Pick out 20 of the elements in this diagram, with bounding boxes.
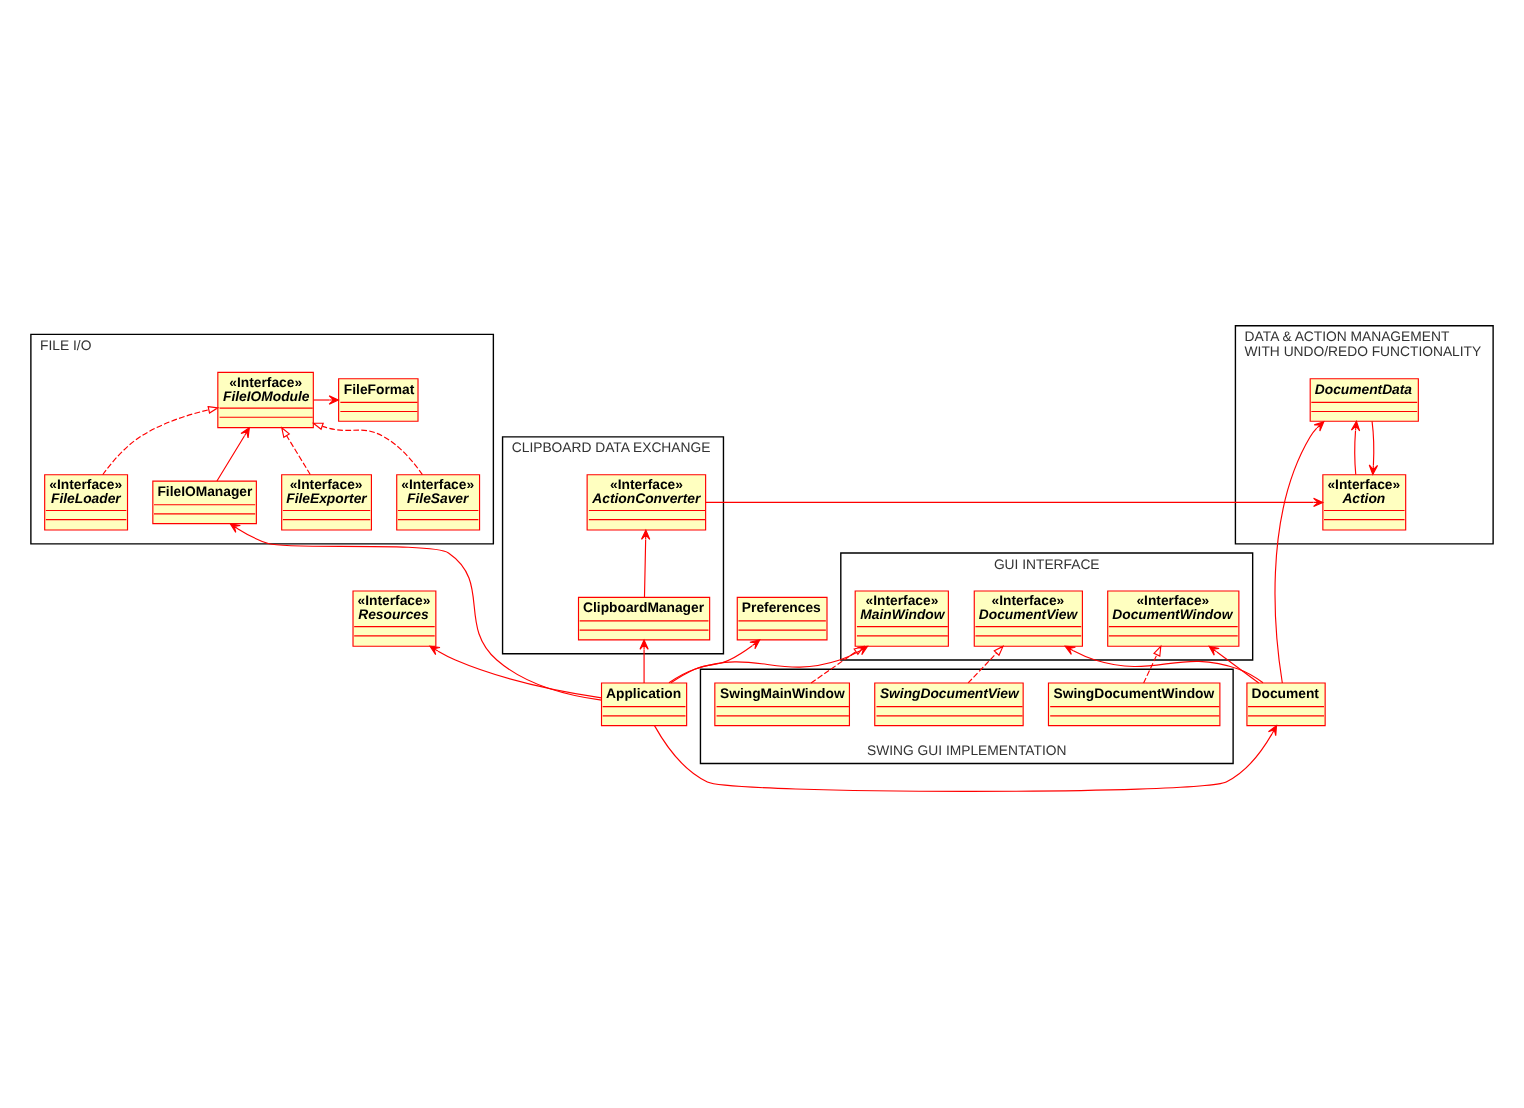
arrow [1143, 644, 1162, 684]
arrow [311, 422, 423, 476]
arrow [1274, 421, 1325, 684]
arrow [1368, 420, 1379, 475]
arrow [810, 645, 865, 684]
arrow [1064, 645, 1264, 684]
arrow [429, 645, 603, 699]
arrow [653, 725, 1278, 792]
arrow [1208, 645, 1260, 684]
arrow [639, 639, 649, 684]
arrow [705, 497, 1324, 508]
arrow [229, 523, 603, 701]
arrow [967, 645, 1005, 684]
arrow [313, 395, 339, 405]
arrow [670, 639, 761, 684]
arrow [102, 406, 220, 476]
arrow [640, 529, 651, 598]
arrow [216, 427, 250, 482]
arrow [1350, 420, 1361, 475]
arrow [280, 426, 311, 475]
